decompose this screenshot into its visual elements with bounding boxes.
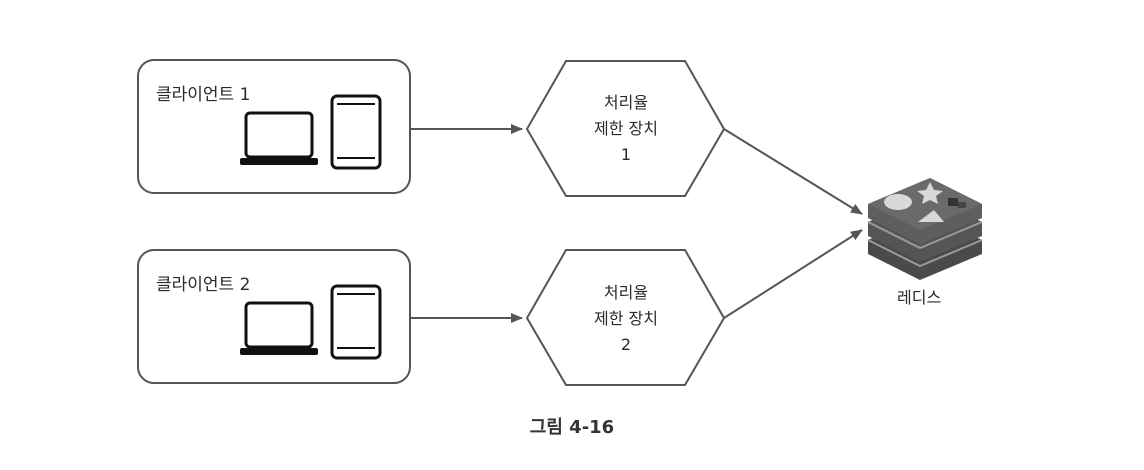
client-label-2: 클라이언트 2	[156, 275, 251, 295]
limiter-label-line: 처리율	[603, 93, 649, 112]
limiter-label-1: 처리율 제한 장치 1	[556, 90, 696, 168]
tablet-icon	[330, 94, 382, 170]
redis-logo-icon	[867, 178, 983, 280]
limiter-label-line: 1	[620, 145, 632, 164]
arrow-limiter1-to-redis	[723, 128, 863, 215]
redis-label: 레디스	[897, 288, 942, 307]
tablet-icon	[330, 284, 382, 360]
limiter-label-line: 제한 장치	[594, 309, 658, 328]
limiter-label-2: 처리율 제한 장치 2	[556, 280, 696, 358]
limiter-label-line: 처리율	[603, 283, 649, 302]
client-label-1: 클라이언트 1	[156, 85, 251, 105]
figure-caption: 그림 4-16	[529, 417, 615, 438]
arrow-limiter2-to-redis	[723, 229, 863, 319]
laptop-icon	[240, 111, 318, 165]
client-box-2	[137, 249, 411, 384]
limiter-label-line: 제한 장치	[594, 119, 658, 138]
client-box-1	[137, 59, 411, 194]
laptop-icon	[240, 301, 318, 355]
limiter-label-line: 2	[620, 335, 632, 354]
